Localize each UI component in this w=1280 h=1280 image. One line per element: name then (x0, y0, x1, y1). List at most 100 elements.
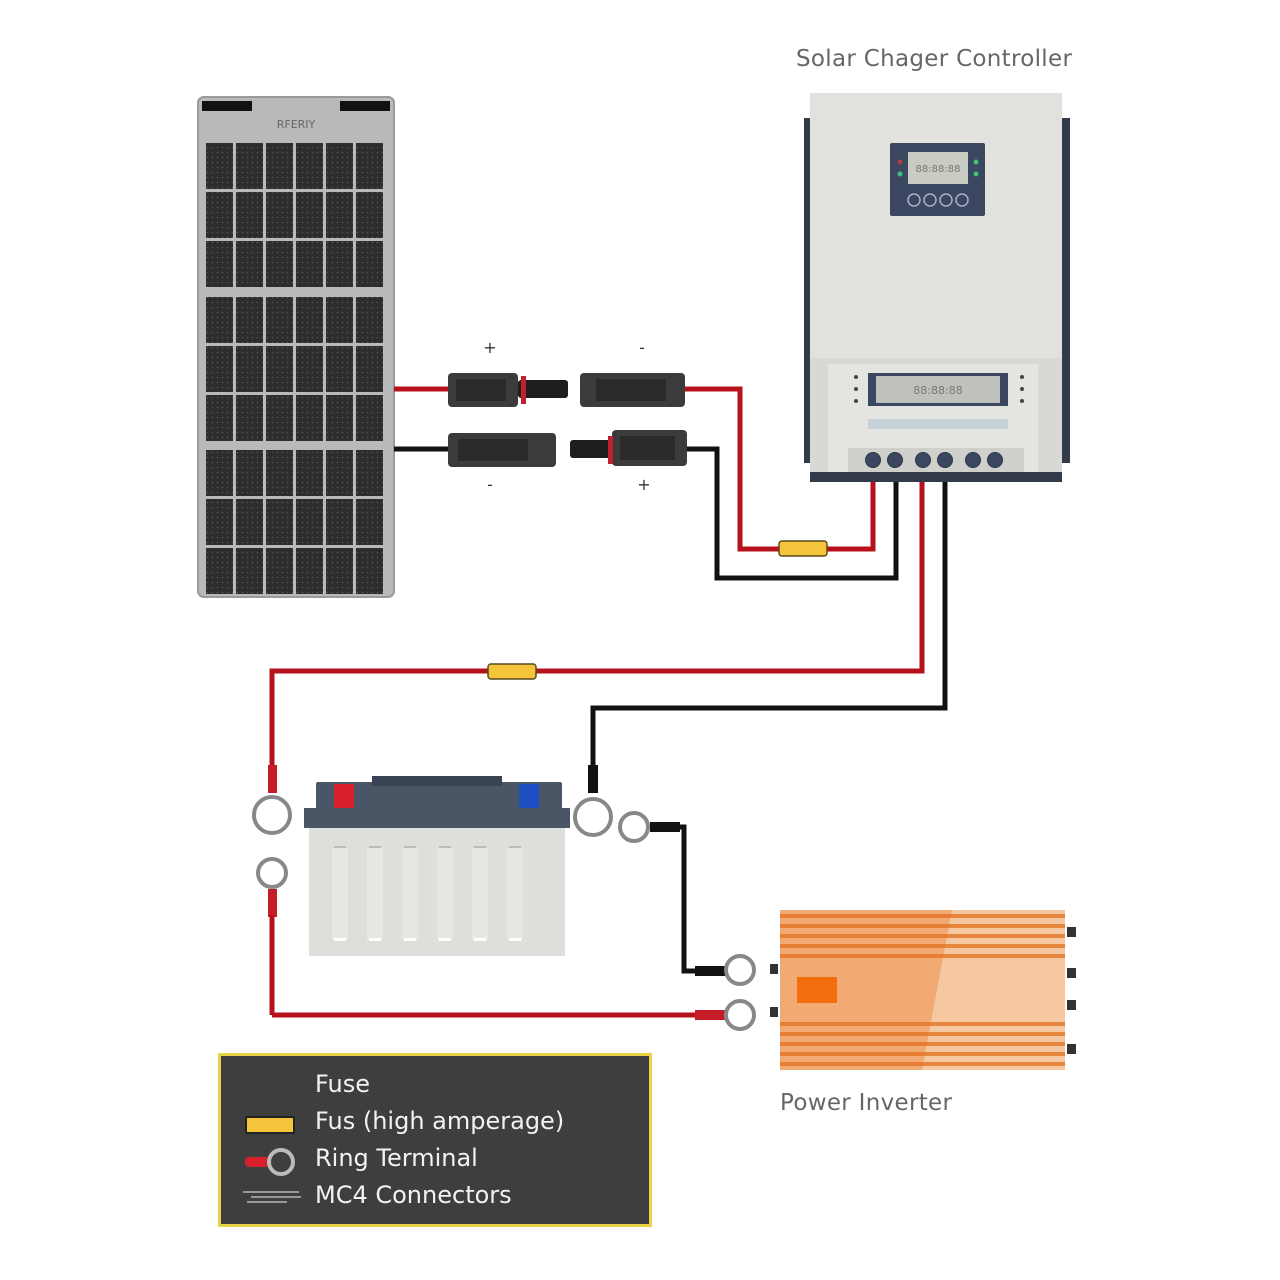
solar-cell (326, 395, 353, 441)
inverter-fin (780, 1062, 1065, 1066)
solar-cell (236, 297, 263, 343)
mc4-polarity-top-right: - (639, 338, 645, 357)
legend-label-ring-terminal: Ring Terminal (315, 1144, 478, 1172)
solar-cell (296, 395, 323, 441)
mc4-connector-bottom-left (448, 433, 556, 467)
battery-negative-terminal (519, 784, 539, 810)
battery-cell (402, 848, 418, 940)
solar-cell (326, 192, 353, 238)
solar-cell (296, 192, 323, 238)
controller-button (955, 193, 969, 207)
inverter-fin (780, 924, 1065, 928)
solar-cell (266, 143, 293, 189)
solar-cell (296, 346, 323, 392)
power-inverter (770, 910, 1076, 1070)
solar-cell (236, 450, 263, 496)
solar-panel: RFERIY (197, 96, 395, 598)
solar-cell (356, 499, 383, 545)
solar-cell (266, 241, 293, 287)
panel-top-bar-right (340, 101, 390, 111)
solar-cell (356, 297, 383, 343)
ring-terminal-inverter-negative (724, 954, 756, 986)
panel-top-bar-left (202, 101, 252, 111)
solar-cell (206, 192, 233, 238)
mc4-connector-top-right (580, 373, 685, 407)
inverter-label: Power Inverter (780, 1090, 953, 1116)
battery-cell (437, 848, 453, 940)
controller-button (923, 193, 937, 207)
inverter-indicator (797, 977, 837, 1003)
solar-cell (326, 143, 353, 189)
battery (304, 776, 570, 956)
solar-cell (266, 395, 293, 441)
solar-cell (206, 346, 233, 392)
ring-terminal-icon (267, 1148, 295, 1176)
solar-cell (356, 548, 383, 594)
solar-cell (236, 192, 263, 238)
solar-cell (266, 450, 293, 496)
solar-cell (356, 346, 383, 392)
ring-terminal (256, 857, 288, 917)
solar-cell (206, 450, 233, 496)
ring-terminal-inverter-positive (724, 999, 756, 1031)
inverter-fin (780, 914, 1065, 918)
battery-cell (367, 848, 383, 940)
solar-cell (206, 499, 233, 545)
solar-cell (356, 395, 383, 441)
mc4-connector-bottom-right (570, 430, 687, 466)
inverter-fin (780, 954, 1065, 958)
solar-cell (266, 346, 293, 392)
legend: Fuse Fus (high amperage) Ring Terminal M… (218, 1053, 652, 1227)
solar-cell (206, 548, 233, 594)
solar-cell (296, 241, 323, 287)
controller-button (907, 193, 921, 207)
ring-terminal-wire-icon (245, 1157, 269, 1167)
controller-top-display (908, 152, 968, 184)
solar-cell (296, 499, 323, 545)
solar-cell (356, 450, 383, 496)
mc4-connector-icon (243, 1189, 303, 1203)
inverter-negative-wire (680, 824, 700, 974)
solar-cell (326, 450, 353, 496)
solar-cells (206, 143, 383, 594)
pv-fuse (778, 540, 828, 557)
inverter-fin (780, 1022, 1065, 1026)
panel-brand: RFERIY (277, 118, 316, 131)
solar-cell (296, 297, 323, 343)
solar-cell (296, 548, 323, 594)
solar-cell (326, 297, 353, 343)
solar-cell (206, 395, 233, 441)
solar-charge-controller: 88:88:88 88:88:88 (804, 93, 1070, 482)
solar-cell (206, 297, 233, 343)
ring-terminal (618, 811, 680, 843)
battery-positive-wire (269, 480, 925, 770)
solar-cell (296, 143, 323, 189)
battery-fuse (487, 663, 537, 680)
solar-cell (326, 499, 353, 545)
inverter-fin (780, 944, 1065, 948)
ring-terminal (252, 765, 292, 835)
solar-cell (326, 548, 353, 594)
legend-label-mc4: MC4 Connectors (315, 1181, 512, 1209)
solar-cell (326, 346, 353, 392)
inverter-fin (780, 1052, 1065, 1056)
battery-negative-wire (590, 480, 948, 770)
inverter-fin (780, 934, 1065, 938)
controller-label: Solar Chager Controller (796, 46, 1073, 72)
solar-cell (266, 499, 293, 545)
solar-cell (236, 241, 263, 287)
inverter-fin (780, 1032, 1065, 1036)
pv-negative-wire (687, 446, 899, 581)
controller-button (939, 193, 953, 207)
controller-top-display-digits: 88:88:88 (916, 164, 961, 175)
controller-main-display (876, 376, 1000, 403)
fuse-high-amperage-icon (245, 1116, 295, 1134)
pv-positive-wire (685, 386, 876, 552)
solar-cell (236, 395, 263, 441)
ring-terminal (573, 765, 613, 837)
solar-cell (296, 450, 323, 496)
mc4-polarity-top-left: + (483, 338, 496, 357)
solar-cell (356, 241, 383, 287)
solar-cell (236, 499, 263, 545)
solar-cell (236, 143, 263, 189)
